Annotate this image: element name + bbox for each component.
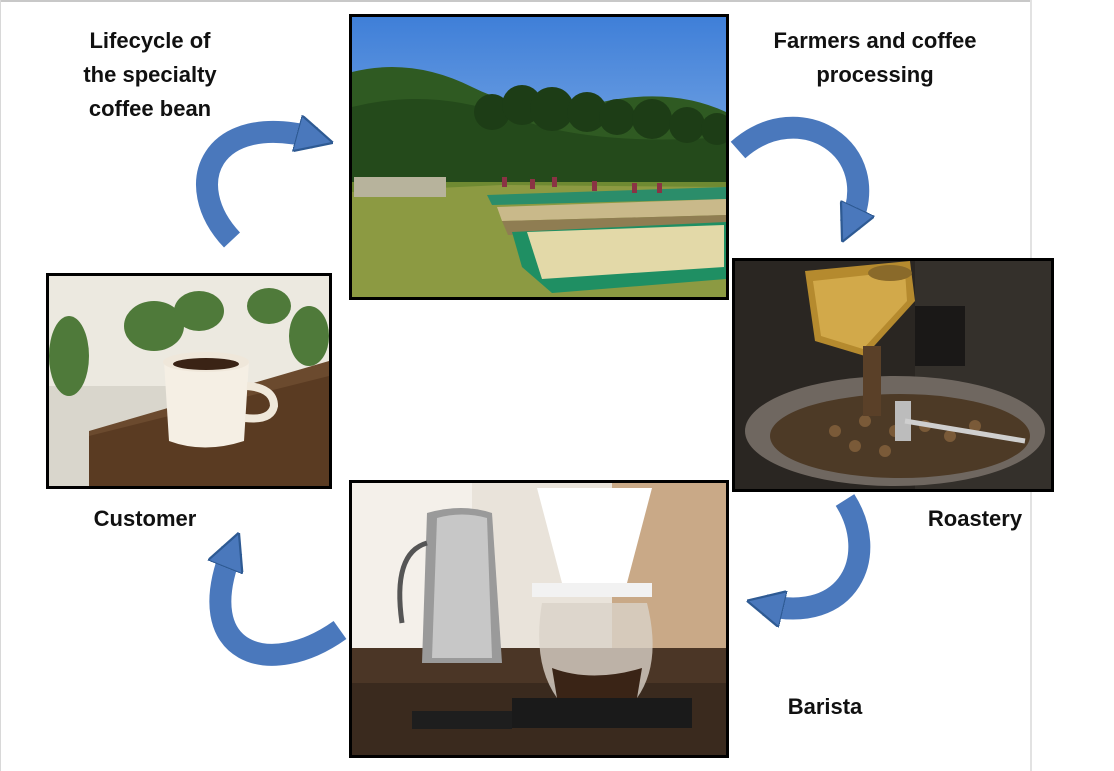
stage-label-barista: Barista [787,694,863,719]
stage-label-roastery: Roastery [927,506,1023,531]
stage-label-customer: Customer [93,506,197,531]
diagram-title: Lifecycle of the specialty coffee bean [83,28,217,121]
farm-drying-beds-photo [349,14,729,300]
frame-top-border [0,0,1030,2]
arrow-farm-to-roastery-icon [730,116,858,225]
coffee-roaster-photo [732,258,1054,492]
pour-over-brewing-photo [349,480,729,758]
arrow-roastery-to-barista-icon [765,494,871,608]
coffee-cup-photo [46,273,332,489]
arrow-barista-to-customer-icon [220,550,347,666]
frame-left-border [0,0,1,771]
arrow-customer-to-farm-icon [196,132,315,248]
stage-label-farmers: Farmers and coffee processing [773,28,977,87]
